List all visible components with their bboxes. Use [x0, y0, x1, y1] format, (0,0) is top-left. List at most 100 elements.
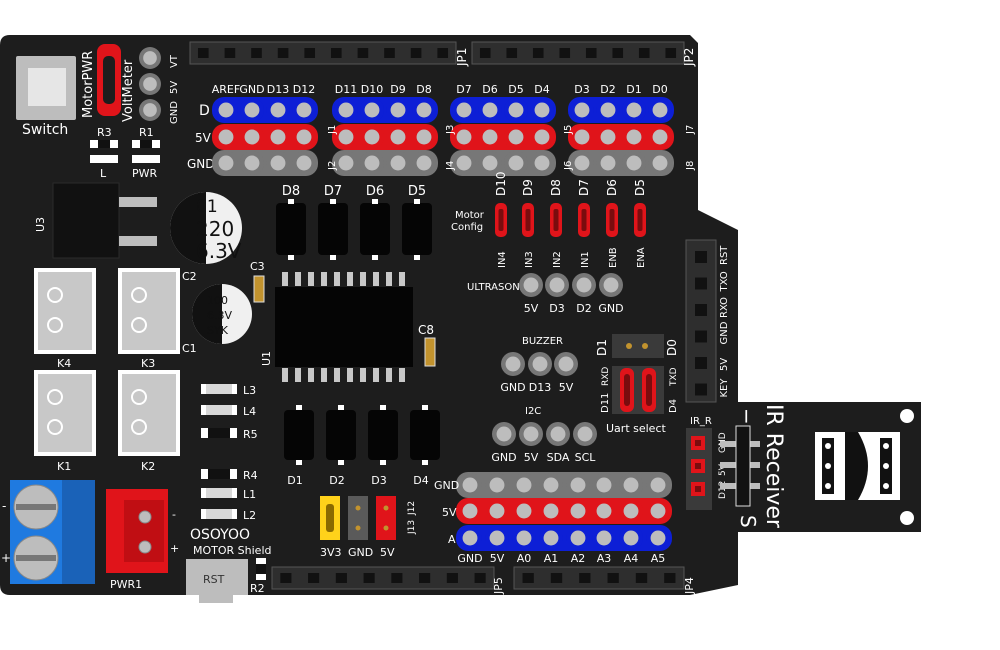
side-header-socket-5v[interactable]	[695, 357, 707, 369]
side-header-label: KEY	[719, 378, 730, 398]
c3-label: C3	[250, 260, 265, 273]
u1-pin-bottom	[399, 368, 405, 382]
u1-pin-top	[360, 272, 366, 286]
reset-button[interactable]	[186, 559, 248, 595]
pin-gnd-d3-face	[574, 155, 590, 171]
part-l1-body	[206, 488, 232, 498]
analog-pin-a-1-face	[489, 530, 505, 546]
u3-tab-top	[119, 197, 157, 207]
uart-d1-label: D1	[595, 339, 609, 356]
jp5-socket-2	[335, 573, 347, 583]
i2c-pin-gnd-face	[496, 426, 512, 442]
ultrasonic-pin-label: D3	[549, 302, 564, 315]
pwr1-plus-sign: +	[170, 542, 179, 555]
diode-lead	[330, 255, 336, 260]
motorpwr-jumper-slot	[103, 56, 115, 104]
config-jumper-slot	[581, 209, 587, 231]
pwr-led-label: PWR	[132, 167, 158, 180]
pin-5v-d2-face	[600, 129, 616, 145]
analog-pin-label: A0	[517, 552, 532, 565]
k4-label: K4	[57, 357, 71, 370]
side-header-socket-key[interactable]	[695, 383, 707, 396]
vt-pin-label: VT	[169, 54, 180, 68]
side-header-socket-gnd[interactable]	[695, 330, 707, 343]
pin-5v-d4-face	[534, 129, 550, 145]
header-pin-label: D6	[482, 83, 497, 96]
jumper-gnd[interactable]	[348, 496, 368, 540]
jumper-5v[interactable]	[376, 496, 396, 540]
diode-label: D5	[408, 184, 426, 199]
jumper-gnd-pin-a	[355, 505, 361, 511]
r1-body	[140, 140, 152, 148]
i2c-pin-label: 5V	[524, 451, 539, 464]
jumper-gnd-label: GND	[348, 546, 373, 559]
switch-label: Switch	[22, 122, 68, 138]
diode-lead	[288, 255, 294, 260]
motor-connector-pin-a-1	[131, 287, 147, 303]
ir-pin-4	[883, 443, 889, 449]
config-name-label: IN3	[524, 251, 535, 268]
pin-5v-d1-face	[626, 129, 642, 145]
jp2-socket-2	[532, 48, 544, 58]
jp2-socket-3	[559, 48, 571, 58]
analog-pin-a-0-face	[462, 530, 478, 546]
side-header-label: RST	[719, 245, 730, 265]
jp2-label: JP2	[682, 48, 696, 67]
l-led-label: L	[100, 167, 107, 180]
header-pin-label: D3	[574, 83, 589, 96]
diode-d6	[360, 203, 390, 255]
side-header-socket-rst[interactable]	[695, 251, 707, 263]
jp4-socket-0	[522, 573, 534, 583]
buzzer-pin-label: D13	[529, 381, 551, 394]
jumper-5v-label: 5V	[380, 546, 395, 559]
pin-d-d10-face	[364, 102, 380, 118]
header-row-d-1	[332, 97, 438, 123]
u1-driver-ic	[275, 272, 413, 382]
config-pin-label: D5	[633, 179, 647, 196]
ultrasonic-pin-label: GND	[598, 302, 623, 315]
diode-label: D3	[371, 474, 386, 487]
analog-pin-a-7-face	[650, 530, 666, 546]
jp4-body	[513, 566, 685, 590]
pin-gnd-d12-face	[296, 155, 312, 171]
motor-config-label-2: Config	[451, 222, 483, 233]
pin-gnd-d5-face	[508, 155, 524, 171]
uart-d0-label: D0	[665, 339, 679, 356]
j8-label: J8	[685, 161, 696, 171]
jp1-label: JP1	[455, 48, 469, 67]
pwr1-label: PWR1	[110, 578, 142, 591]
side-header-socket-txo[interactable]	[695, 277, 707, 290]
buzzer-pin-label: 5V	[559, 381, 574, 394]
r2-label: R2	[250, 582, 265, 595]
ir-module-hole-top	[900, 409, 914, 423]
part-label: R4	[243, 469, 258, 482]
jp1-socket-7	[384, 48, 395, 58]
jp5-socket-6	[446, 573, 458, 583]
jp2-socket-1	[506, 48, 518, 58]
analog-pin-a-3-face	[543, 530, 559, 546]
jp1-socket-4	[304, 48, 316, 58]
diode-lead	[296, 460, 302, 465]
k1-label: K1	[57, 460, 71, 473]
motor-connector-housing-0	[38, 272, 92, 350]
jp5-socket-4	[391, 573, 403, 583]
jp5-socket-5	[419, 573, 431, 583]
voltmeter-pin-1-face	[143, 77, 157, 91]
row-label-d: D	[199, 103, 210, 119]
side-header-label: RXO	[719, 297, 730, 318]
pin-gnd-d8-face	[416, 155, 432, 171]
pwr1-minus-sign: -	[172, 508, 176, 521]
u1-pin-top	[373, 272, 379, 286]
u1-pin-bottom	[373, 368, 379, 382]
diode-lead	[338, 460, 344, 465]
cap-small-line2: 6.3V	[207, 309, 232, 322]
side-header-socket-rxo[interactable]	[695, 304, 707, 316]
j3-label: J3	[445, 125, 456, 135]
u3-label: U3	[34, 217, 47, 232]
pin-d-d1-face	[626, 102, 642, 118]
diode-label: D1	[287, 474, 302, 487]
